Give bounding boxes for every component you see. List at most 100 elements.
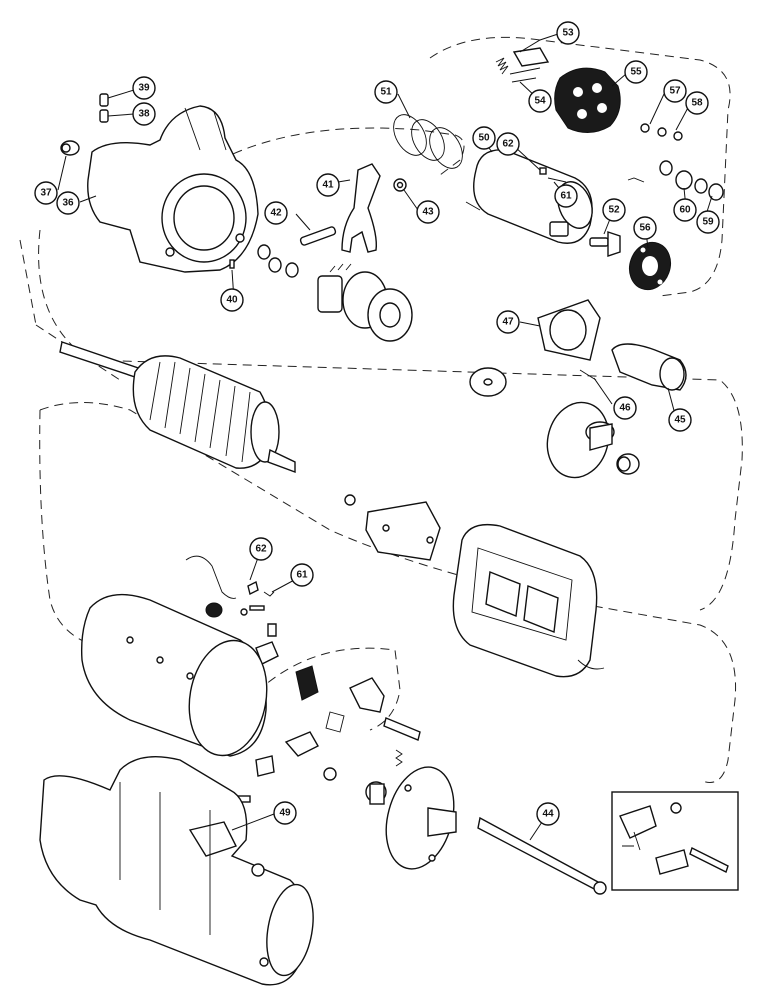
- drive-housing-36: [87, 105, 259, 273]
- grommet: [205, 602, 223, 618]
- washers-57-58: [627, 123, 683, 183]
- callout-59: 59: [696, 210, 720, 234]
- callout-39: 39: [132, 76, 156, 100]
- svg-text:44: 44: [542, 809, 554, 820]
- drive-pinion-clutch: [317, 263, 413, 342]
- terminal-screws-middle: [240, 580, 277, 637]
- brush-bracket: [284, 677, 385, 757]
- solenoid-50: [465, 149, 593, 244]
- small-screws-top: [539, 167, 567, 183]
- callout-46: 46: [613, 396, 637, 420]
- bushings-38-39: [99, 93, 109, 123]
- callout-58: 58: [685, 91, 709, 115]
- commutator-end-plate: [385, 766, 457, 870]
- svg-text:47: 47: [502, 317, 514, 328]
- callout-50: 50: [472, 126, 496, 150]
- washers-group-40: [229, 244, 299, 278]
- pivot-pin-42: [299, 226, 337, 246]
- callout-61-top: 61: [554, 184, 578, 208]
- svg-text:58: 58: [691, 98, 703, 109]
- callout-57: 57: [663, 79, 687, 103]
- callout-62-top: 62: [496, 132, 520, 156]
- callout-62-middle: 62: [249, 537, 273, 561]
- spring-53: [495, 47, 550, 83]
- bushing-lower: [365, 781, 387, 805]
- svg-text:61: 61: [560, 191, 572, 202]
- svg-text:50: 50: [478, 133, 490, 144]
- svg-text:46: 46: [619, 403, 631, 414]
- svg-text:53: 53: [562, 28, 574, 39]
- callout-56: 56: [633, 216, 657, 240]
- svg-text:40: 40: [226, 295, 238, 306]
- callout-61-middle: 61: [290, 563, 314, 587]
- plunger-52: [589, 231, 621, 257]
- svg-text:54: 54: [534, 96, 546, 107]
- thrust-washer: [469, 367, 507, 397]
- svg-text:49: 49: [279, 808, 291, 819]
- svg-text:42: 42: [270, 208, 282, 219]
- svg-text:52: 52: [608, 205, 620, 216]
- dashed-group-armature: [38, 229, 743, 611]
- terminal-strap: [185, 555, 237, 599]
- solenoid-end-cap-55: [554, 67, 621, 133]
- intermediate-plate: [546, 401, 615, 479]
- field-frame-housing: [80, 593, 268, 757]
- contact-disc-56: [628, 241, 672, 291]
- dashed-group-upper-housing: [219, 127, 465, 176]
- callout-60: 60: [673, 198, 697, 222]
- svg-text:59: 59: [702, 217, 714, 228]
- dashed-group-brush-end: [209, 647, 401, 731]
- svg-text:41: 41: [322, 180, 334, 191]
- svg-text:55: 55: [630, 67, 642, 78]
- assembled-starter-49: [39, 755, 314, 986]
- callout-38: 38: [132, 102, 156, 126]
- callout-41: 41: [316, 173, 340, 197]
- svg-text:61: 61: [296, 570, 308, 581]
- gasket-47: [537, 299, 601, 361]
- pin-46: [579, 369, 597, 381]
- inset-box: [611, 791, 739, 891]
- nuts-59-60: [659, 160, 724, 201]
- callout-55: 55: [624, 60, 648, 84]
- through-bolt-44: [477, 816, 607, 895]
- svg-text:56: 56: [639, 223, 651, 234]
- callout-43: 43: [416, 200, 440, 224]
- svg-text:62: 62: [502, 139, 514, 150]
- callout-37: 37: [34, 181, 58, 205]
- callout-36: 36: [56, 191, 80, 215]
- armature: [59, 341, 296, 474]
- svg-text:57: 57: [669, 86, 681, 97]
- pin-long: [383, 717, 421, 741]
- callout-51: 51: [374, 80, 398, 104]
- callout-47: 47: [496, 310, 520, 334]
- pole-shoe: [344, 494, 441, 561]
- svg-text:39: 39: [138, 83, 150, 94]
- nut-43: [393, 178, 407, 192]
- svg-text:60: 60: [679, 205, 691, 216]
- callout-49: 49: [273, 801, 297, 825]
- callout-52: 52: [602, 198, 626, 222]
- dashed-group-field-frame: [39, 402, 737, 783]
- shift-lever-41: [341, 163, 381, 253]
- dashed-group-solenoid: [429, 36, 731, 297]
- callout-53: 53: [556, 21, 580, 45]
- svg-text:37: 37: [40, 188, 52, 199]
- callout-40: 40: [220, 288, 244, 312]
- spring-rings-51: [393, 114, 463, 169]
- svg-text:51: 51: [380, 87, 392, 98]
- callout-42: 42: [264, 201, 288, 225]
- svg-text:62: 62: [255, 544, 267, 555]
- svg-text:36: 36: [62, 198, 74, 209]
- svg-text:45: 45: [674, 415, 686, 426]
- field-coils: [452, 523, 605, 678]
- callout-44: 44: [536, 802, 560, 826]
- callout-45: 45: [668, 408, 692, 432]
- sleeve-45: [611, 343, 687, 391]
- svg-text:43: 43: [422, 207, 434, 218]
- bushing-37: [60, 140, 80, 156]
- bushing-right: [616, 453, 640, 475]
- callout-54: 54: [528, 89, 552, 113]
- brush-dark: [295, 665, 319, 701]
- svg-text:38: 38: [138, 109, 150, 120]
